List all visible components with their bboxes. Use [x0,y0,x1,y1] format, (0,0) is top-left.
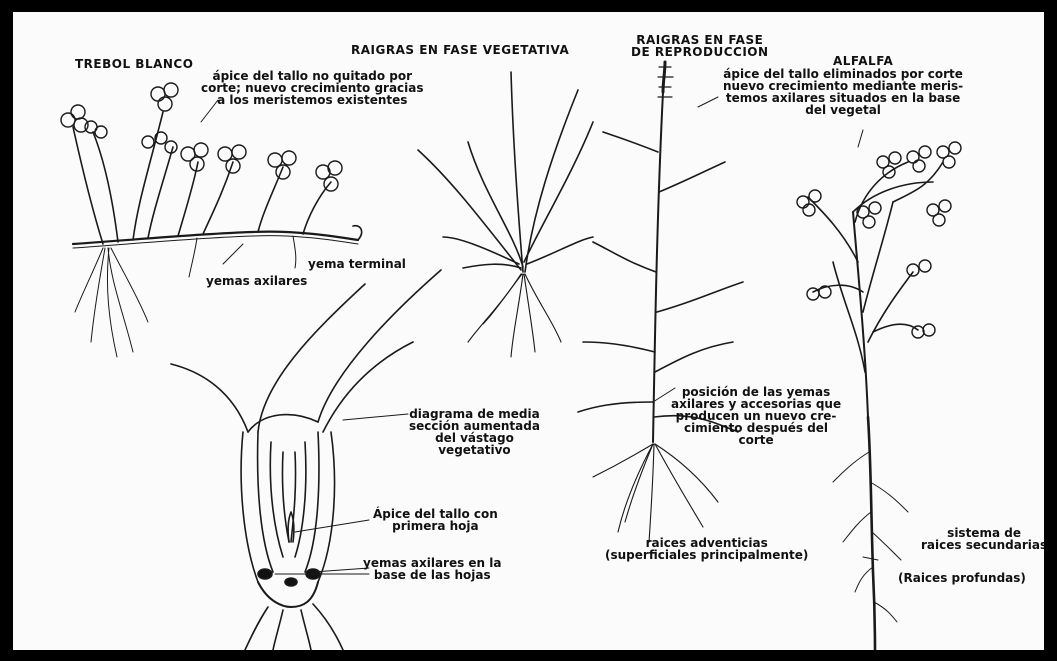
trebol-apex-note: ápice del tallo no quitado por corte; nu… [201,70,424,106]
trebol-drawing [61,83,362,357]
yemas-axilares-label: yemas axilares [206,275,307,287]
apice-tallo-label: Ápice del tallo con primera hoja [373,508,498,532]
raigras-veg-title: RAIGRAS EN FASE VEGETATIVA [351,44,569,56]
raices-adventicias-label: raices adventicias (superficiales princi… [605,537,808,561]
posicion-yemas-label: posición de las yemas axilares y accesor… [671,386,841,446]
alfalfa-title: ALFALFA [833,55,893,67]
raices-profundas-label: (Raices profundas) [898,572,1026,584]
raigras-rep-drawing [578,62,743,542]
raigras-veg-drawing [418,72,593,357]
alfalfa-apex-note: ápice del tallo eliminados por corte nue… [723,68,963,116]
diagram-canvas: TREBOL BLANCO ápice del tallo no quitado… [13,12,1044,650]
section-diagram-label: diagrama de media sección aumentada del … [409,408,540,456]
yema-terminal-label: yema terminal [308,258,406,270]
sistema-raices-label: sistema de raices secundarias [921,527,1044,551]
yemas-base-label: yemas axilares en la base de las hojas [363,557,502,581]
section-drawing [171,270,878,650]
raigras-rep-title: RAIGRAS EN FASE DE REPRODUCCION [631,34,769,58]
trebol-title: TREBOL BLANCO [75,58,193,70]
